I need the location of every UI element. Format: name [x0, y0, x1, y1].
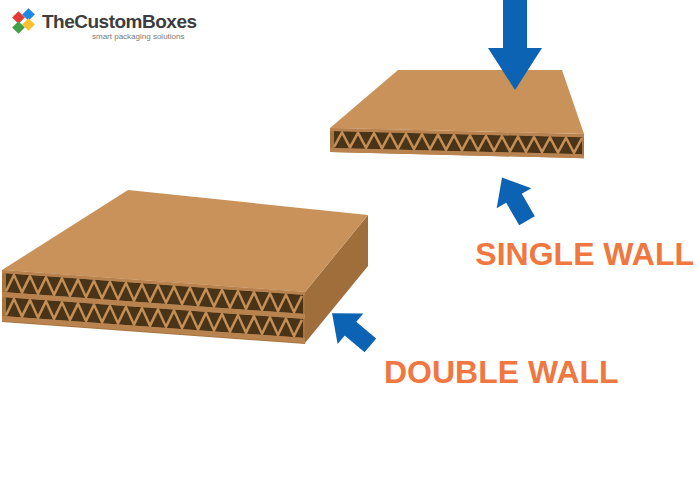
pointer-arrow — [488, 0, 542, 90]
wall-type-label: DOUBLE WALL — [384, 354, 619, 391]
double-wall-board — [2, 190, 368, 344]
brand-name: TheCustomBoxes — [42, 11, 197, 33]
logo-icon — [12, 8, 35, 34]
wall-type-label: SINGLE WALL — [475, 236, 694, 273]
pointer-arrow — [485, 167, 545, 230]
single-wall-board — [330, 70, 584, 158]
brand-tagline: smart packaging solutions — [92, 32, 185, 41]
pointer-arrow — [319, 298, 383, 361]
